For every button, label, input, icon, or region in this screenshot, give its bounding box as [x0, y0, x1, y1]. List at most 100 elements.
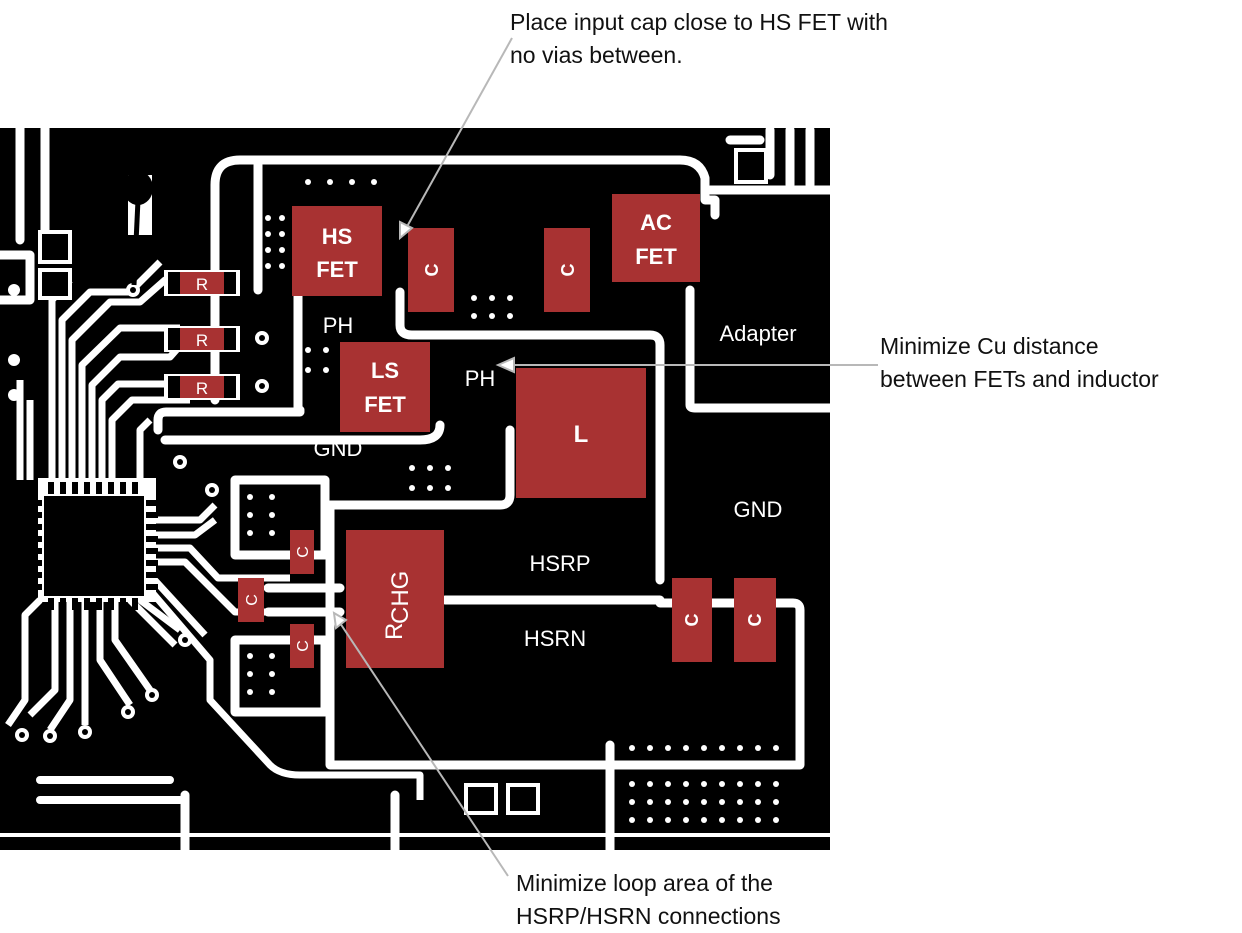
trace-bottom-8 — [137, 597, 183, 633]
pad-ring-centers — [19, 287, 265, 739]
via-dot — [665, 763, 671, 769]
via-dot — [773, 763, 779, 769]
resistor-3: R — [164, 374, 240, 400]
via-dot — [737, 781, 743, 787]
annotation-input-cap-line1: Place input cap close to HS FET with — [510, 9, 888, 35]
gap-top-left — [15, 123, 50, 245]
via-dot — [665, 745, 671, 751]
gap-ph-left — [293, 285, 305, 415]
ic-pin — [30, 584, 42, 590]
via-dot — [629, 763, 635, 769]
ac-fet-label-bottom: FET — [635, 244, 677, 269]
pad — [734, 148, 768, 184]
trace-left-4 — [78, 324, 180, 480]
via-hole — [149, 692, 155, 698]
trace-left-6 — [98, 380, 165, 480]
sense-resistor — [346, 530, 444, 668]
via-dot — [305, 179, 311, 185]
ic-pin — [60, 598, 66, 610]
via-dot — [647, 781, 653, 787]
via-dot — [629, 781, 635, 787]
via-dot — [265, 231, 271, 237]
via-dot — [647, 763, 653, 769]
resistor-pad — [168, 376, 182, 398]
trace-right-2 — [150, 517, 218, 539]
via-hole — [47, 733, 53, 739]
via-dot — [323, 367, 329, 373]
via-dot — [323, 347, 329, 353]
gap-bottom-verticals — [180, 740, 615, 855]
via-hole — [209, 487, 215, 493]
ls-fet-label-bottom: FET — [364, 392, 406, 417]
ic-pin — [96, 598, 102, 610]
via-dot — [247, 671, 253, 677]
sense-resistor-label-main: R — [381, 623, 408, 640]
resistor-pad — [222, 328, 236, 350]
via-dot — [471, 295, 477, 301]
via-dot — [719, 763, 725, 769]
bottom-pads — [38, 148, 768, 815]
resistor-pad — [168, 272, 182, 294]
via-dot — [755, 781, 761, 787]
ic-pin — [72, 598, 78, 610]
via-dot — [265, 263, 271, 269]
via-dot — [507, 313, 513, 319]
via-dot — [371, 179, 377, 185]
controller-ic — [30, 478, 158, 610]
via-dot — [755, 763, 761, 769]
via-dot — [279, 231, 285, 237]
annotation-input-cap: Place input cap close to HS FET with no … — [510, 6, 888, 72]
ic-pin — [30, 548, 42, 554]
via-dot — [247, 530, 253, 536]
trace-left-7 — [108, 396, 190, 480]
ic-pin — [132, 598, 138, 610]
ic-pin — [84, 598, 90, 610]
via-dot — [701, 781, 707, 787]
ic-pin — [60, 482, 66, 494]
ic-pin — [108, 482, 114, 494]
pad — [38, 230, 72, 264]
via-hole — [259, 335, 265, 341]
gap-adapter-bottom — [685, 285, 835, 413]
ic-pin — [48, 598, 54, 610]
via-dot — [247, 494, 253, 500]
trace-right-5 — [147, 572, 208, 638]
trace-bottom-2 — [27, 600, 59, 718]
pad — [464, 783, 498, 815]
trace-far-left — [16, 380, 34, 480]
via-dot — [701, 799, 707, 805]
via-dot — [445, 485, 451, 491]
via-dot — [719, 745, 725, 751]
ic-pin — [146, 512, 158, 518]
via-dot — [269, 653, 275, 659]
via-dot — [773, 817, 779, 823]
teardrop-head — [123, 171, 153, 205]
via-ring — [8, 354, 20, 366]
ic-pin — [30, 512, 42, 518]
ic-pin — [146, 500, 158, 506]
resistor-2: R — [164, 326, 240, 352]
net-labels: PH PH GND Adapter GND HSRP HSRN — [314, 313, 797, 651]
via-dot — [719, 799, 725, 805]
via-dot — [489, 313, 495, 319]
gap-hsrn-outline — [325, 425, 805, 770]
trace-bottom-5 — [96, 600, 133, 707]
via-dot — [773, 745, 779, 751]
ic-pin — [146, 572, 158, 578]
annotation-loop-area-line1: Minimize loop area of the — [516, 870, 773, 896]
trace-bottom-6 — [111, 600, 153, 693]
net-label-hsrp: HSRP — [529, 551, 590, 576]
via-dot — [773, 799, 779, 805]
sense-resistor-label-sub: CHG — [387, 571, 414, 624]
sense-resistor-label: R CHG — [381, 571, 414, 640]
ic-pin — [96, 482, 102, 494]
capacitor-label: C — [745, 614, 765, 627]
sense-capacitor-left — [238, 578, 264, 622]
via-dot — [737, 799, 743, 805]
ic-pin — [146, 536, 158, 542]
net-label-gnd-left: GND — [314, 436, 363, 461]
teardrop-pad — [123, 171, 153, 286]
annotation-loop-area: Minimize loop area of the HSRP/HSRN conn… — [516, 867, 781, 933]
via-hole — [182, 637, 188, 643]
